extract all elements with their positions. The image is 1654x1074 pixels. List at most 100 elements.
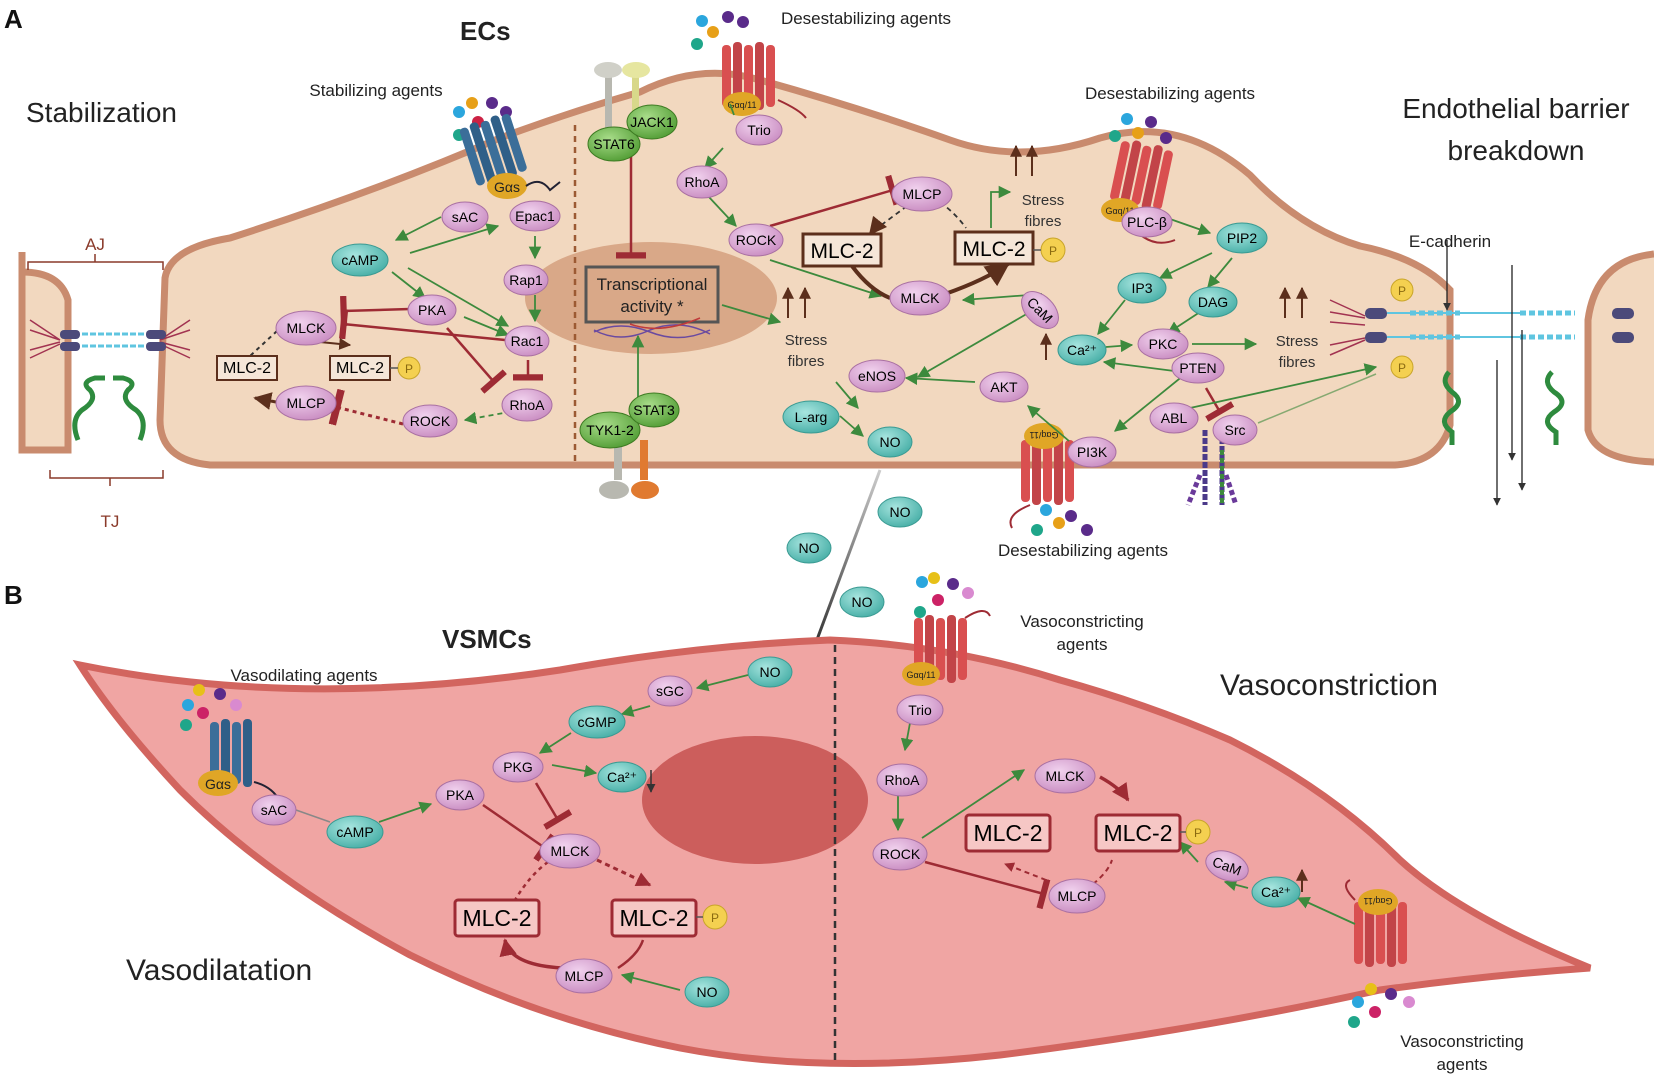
svg-text:PLC-β: PLC-β	[1127, 214, 1167, 230]
gaq-receptor-b-top	[902, 610, 991, 686]
svg-text:NO: NO	[890, 504, 911, 520]
phos-junction-1: P	[1390, 278, 1414, 302]
svg-text:ROCK: ROCK	[410, 413, 451, 429]
node-pkc: PKC	[1137, 328, 1189, 360]
destab-agents-top-label: Desestabilizing agents	[781, 9, 951, 28]
aj-bracket	[27, 254, 164, 270]
svg-text:P: P	[1398, 361, 1406, 375]
barrier-breakdown-label-line1: Endothelial barrier	[1402, 93, 1629, 124]
barrier-breakdown-label-line2: breakdown	[1448, 135, 1585, 166]
svg-text:sAC: sAC	[261, 802, 287, 818]
node-rac1: Rac1	[504, 325, 550, 357]
tj-label: TJ	[101, 512, 120, 531]
stress-fibres-a2-line2: fibres	[788, 353, 825, 370]
cytokine-receptor-top	[594, 62, 650, 130]
svg-text:cAMP: cAMP	[336, 824, 373, 840]
node-epac1: Epac1	[509, 200, 561, 232]
node-rhoa-a-mid: RhoA	[676, 165, 728, 199]
svg-text:MLC-2: MLC-2	[810, 240, 873, 263]
svg-text:RhoA: RhoA	[509, 397, 545, 413]
vsmc-nucleus	[642, 736, 868, 864]
node-trio-a: Trio	[735, 114, 783, 146]
gas-receptor-a	[459, 114, 561, 199]
svg-text:MLC-2: MLC-2	[1103, 820, 1172, 846]
svg-text:PKA: PKA	[418, 302, 447, 318]
node-stat6: STAT6	[587, 126, 641, 162]
node-dag: DAG	[1188, 286, 1238, 318]
svg-text:STAT6: STAT6	[593, 136, 635, 152]
node-pka-a: PKA	[407, 294, 457, 326]
node-src: Src	[1212, 414, 1258, 446]
svg-text:PTEN: PTEN	[1179, 360, 1216, 376]
node-mlc2-a-left2: MLC-2	[329, 355, 391, 381]
node-mlc2-b-right2: MLC-2	[1094, 813, 1182, 853]
node-no-free-1: NO	[877, 496, 923, 528]
destab-agents-bottom-label: Desestabilizing agents	[998, 541, 1168, 560]
svg-text:P: P	[711, 911, 719, 925]
node-stat3: STAT3	[628, 392, 680, 428]
node-mlc2-b-left2: MLC-2	[610, 898, 698, 938]
svg-text:MLC-2: MLC-2	[336, 360, 384, 377]
stress-fibres-a1-line2: fibres	[1025, 213, 1062, 230]
right-neighbor-cell	[1584, 250, 1654, 466]
svg-text:MLCP: MLCP	[1058, 888, 1097, 904]
phos-a-left: P	[397, 356, 421, 380]
svg-text:MLCP: MLCP	[565, 968, 604, 984]
node-larg: L-arg	[782, 400, 840, 434]
node-mlck-a-mid: MLCK	[889, 280, 951, 316]
node-cam-b: CaM	[1205, 850, 1249, 882]
node-pip2: PIP2	[1216, 222, 1268, 254]
e-cadherin-label: E-cadherin	[1409, 232, 1491, 251]
node-mlc2-b-right1: MLC-2	[964, 813, 1052, 853]
stress-fibres-a2-line1: Stress	[785, 332, 828, 349]
node-no-free-2: NO	[786, 532, 832, 564]
node-rhoa-b: RhoA	[876, 763, 928, 797]
node-mlc2-a-mid2: MLC-2	[953, 230, 1035, 266]
svg-text:PKA: PKA	[446, 787, 475, 803]
node-no-free-3: NO	[839, 586, 885, 618]
svg-text:Ca²⁺: Ca²⁺	[1067, 342, 1097, 358]
left-junction-proteins	[29, 319, 191, 441]
panel-b-letter: B	[4, 580, 23, 610]
svg-text:cAMP: cAMP	[341, 252, 378, 268]
svg-text:eNOS: eNOS	[858, 368, 896, 384]
svg-text:IP3: IP3	[1131, 280, 1152, 296]
gaq-receptor-a-bottom	[1009, 423, 1074, 529]
svg-text:MLCK: MLCK	[901, 290, 941, 306]
svg-text:ROCK: ROCK	[880, 846, 921, 862]
aj-label: AJ	[85, 235, 105, 254]
panel-a-letter: A	[4, 4, 23, 34]
svg-text:MLC-2: MLC-2	[619, 905, 688, 931]
node-plcb: PLC-β	[1121, 206, 1173, 238]
node-sac: sAC	[441, 201, 489, 233]
node-cgmp: cGMP	[568, 705, 626, 739]
gaq-label-b-bottom: Gαq/11	[1363, 896, 1392, 906]
node-jack1: JACK1	[626, 104, 678, 140]
svg-text:RhoA: RhoA	[684, 174, 720, 190]
node-mlc2-a-mid1: MLC-2	[801, 232, 883, 268]
node-no-b-bottom: NO	[684, 976, 730, 1008]
svg-text:JACK1: JACK1	[630, 114, 674, 130]
stabilizing-agents-label: Stabilizing agents	[309, 81, 442, 100]
svg-text:NO: NO	[697, 984, 718, 1000]
svg-text:Rac1: Rac1	[511, 333, 544, 349]
svg-text:PKG: PKG	[503, 759, 533, 775]
phos-b-left: P	[702, 904, 728, 930]
svg-text:MLC-2: MLC-2	[462, 905, 531, 931]
svg-text:Ca²⁺: Ca²⁺	[607, 769, 637, 785]
node-rock-a-mid: ROCK	[728, 223, 784, 257]
node-mlc2-b-left1: MLC-2	[453, 898, 541, 938]
panel-a-title: ECs	[460, 16, 511, 46]
transcription-box	[584, 265, 720, 324]
svg-text:NO: NO	[880, 434, 901, 450]
panel-b-nodes: NO sGC cGMP PKG Ca²⁺ PKA sAC cAMP MLCK M…	[251, 656, 1301, 1008]
stress-fibres-a3-line1: Stress	[1276, 333, 1319, 350]
svg-text:Trio: Trio	[747, 122, 771, 138]
node-rock-b: ROCK	[872, 837, 928, 871]
node-sgc: sGC	[647, 675, 693, 707]
stress-fibres-a1-line1: Stress	[1022, 192, 1065, 209]
svg-text:Trio: Trio	[908, 702, 932, 718]
node-rap1: Rap1	[503, 264, 549, 296]
svg-text:sAC: sAC	[452, 209, 478, 225]
